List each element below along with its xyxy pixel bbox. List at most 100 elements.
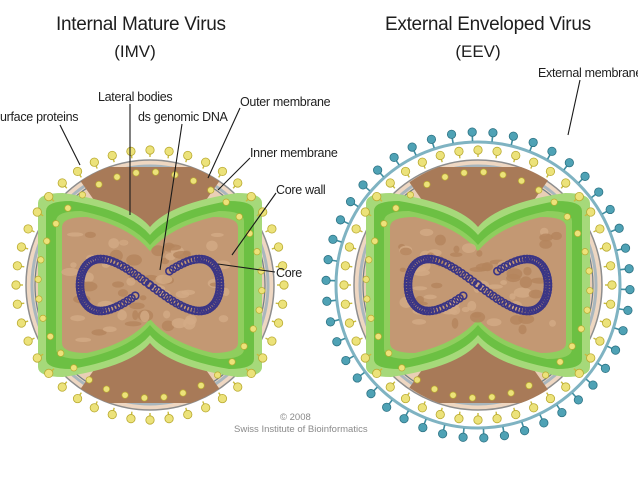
surface-protein <box>344 242 355 252</box>
envelope-protein <box>399 414 409 424</box>
leader-core-wall <box>231 192 277 256</box>
surface-protein <box>72 393 83 404</box>
dna-bead <box>215 285 225 294</box>
core-texture-spot <box>84 231 96 238</box>
core-texture-spot <box>75 337 92 343</box>
surface-protein <box>16 318 27 328</box>
core-texture-spot <box>476 250 483 257</box>
surface-protein <box>16 242 27 252</box>
surface-protein <box>577 325 585 333</box>
surface-protein <box>164 146 174 156</box>
core-texture-spot <box>102 326 117 333</box>
dna-bead <box>543 285 553 294</box>
envelope-protein <box>625 284 635 295</box>
surface-protein <box>228 358 236 366</box>
surface-protein <box>606 261 616 271</box>
surface-protein <box>217 166 228 177</box>
surface-protein <box>95 180 103 188</box>
envelope-protein <box>528 137 538 148</box>
surface-protein <box>606 299 616 309</box>
surface-protein <box>561 178 571 188</box>
core-texture-spot <box>487 284 503 289</box>
surface-protein <box>23 224 33 234</box>
core-texture-spot <box>171 318 187 329</box>
surface-protein <box>233 178 243 188</box>
copyright-year: © 2008 <box>280 412 311 423</box>
label-core-wall: Core wall <box>276 183 326 197</box>
core-texture-spot <box>117 289 129 297</box>
surface-protein <box>449 391 457 399</box>
membrane-layer <box>358 164 598 406</box>
surface-protein <box>201 403 211 413</box>
core-texture-spot <box>519 276 533 289</box>
dna-bead <box>96 254 106 264</box>
envelope-protein <box>418 422 428 433</box>
surface-protein <box>583 306 591 314</box>
imv-abbr: (IMV) <box>114 42 156 61</box>
leader-ds-dna <box>159 123 183 271</box>
surface-protein <box>499 171 507 179</box>
eev-virus <box>321 127 635 443</box>
core-texture-spot <box>509 293 516 300</box>
core-texture-spot <box>173 250 191 259</box>
surface-protein <box>435 150 445 161</box>
surface-protein <box>556 358 564 366</box>
surface-protein <box>70 364 78 372</box>
surface-protein <box>574 368 584 379</box>
surface-protein <box>278 299 288 309</box>
envelope-protein <box>600 363 611 373</box>
surface-protein <box>351 336 361 346</box>
surface-protein <box>601 318 612 328</box>
envelope-protein <box>624 264 634 274</box>
surface-protein <box>511 409 521 420</box>
surface-protein <box>255 306 263 314</box>
label-outer-membrane: Outer membrane <box>240 95 331 109</box>
core-texture-spot <box>448 305 461 316</box>
surface-protein <box>344 318 355 328</box>
envelope-protein <box>539 418 549 428</box>
envelope-protein <box>341 355 351 366</box>
surface-protein <box>601 242 612 252</box>
core-texture-spot <box>399 247 412 256</box>
surface-proteins <box>11 145 289 425</box>
dna-bead <box>75 282 85 292</box>
surface-protein <box>385 178 395 188</box>
dna-bead <box>403 282 413 292</box>
surface-protein <box>197 382 205 390</box>
core-texture-spot <box>513 287 532 298</box>
dna-bead <box>215 282 225 292</box>
envelope-protein <box>594 187 604 197</box>
surface-protein <box>23 336 33 346</box>
surface-protein <box>371 237 379 245</box>
dna-bead <box>403 279 413 289</box>
core-texture-spot <box>431 282 443 289</box>
surface-protein <box>246 368 256 379</box>
surface-protein <box>46 332 54 341</box>
core-texture-spot <box>539 239 553 249</box>
imv-virus <box>11 145 289 425</box>
surface-protein <box>57 382 67 392</box>
core-texture-spot <box>518 314 535 324</box>
surface-protein <box>140 394 148 402</box>
surface-protein <box>488 393 496 401</box>
surface-protein <box>392 204 400 212</box>
surface-protein <box>360 353 370 363</box>
surface-protein <box>183 409 193 420</box>
envelope-protein <box>610 345 621 355</box>
core-texture-spot <box>518 324 527 335</box>
envelope-protein <box>564 158 574 168</box>
surface-protein <box>581 248 589 256</box>
core-texture-spot <box>155 274 173 285</box>
surface-protein <box>39 314 47 322</box>
core-texture-spot <box>151 245 166 257</box>
surface-protein <box>57 349 65 357</box>
surface-protein <box>214 371 222 379</box>
surface-protein <box>362 275 370 283</box>
core-texture-spot <box>132 310 139 321</box>
surface-protein <box>145 145 155 155</box>
envelope-protein <box>322 296 332 306</box>
leader-inner-membrane <box>217 157 251 191</box>
surface-protein <box>563 213 571 221</box>
core-texture-spot <box>164 244 182 251</box>
core-texture-spot <box>91 329 107 336</box>
